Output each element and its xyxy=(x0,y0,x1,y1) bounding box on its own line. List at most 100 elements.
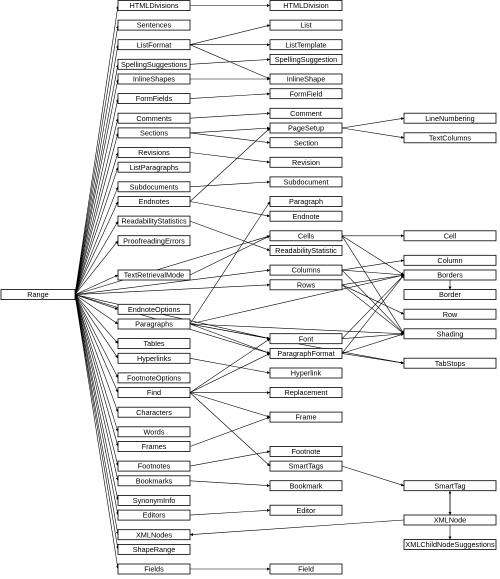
node-label: Row xyxy=(443,310,458,319)
node-label: InlineShapes xyxy=(133,75,176,84)
node-label: Border xyxy=(439,290,461,299)
node-spelling-suggestion: SpellingSuggestion xyxy=(269,54,343,65)
node-box xyxy=(117,509,191,521)
node-box xyxy=(117,58,191,70)
node-label: Section xyxy=(294,138,318,147)
node-label: SpellingSuggestions xyxy=(121,60,187,69)
node-label: Rows xyxy=(297,280,316,289)
node-box xyxy=(269,107,343,119)
node-box xyxy=(269,122,343,134)
node-spelling-suggestions: SpellingSuggestions xyxy=(117,58,191,70)
node-label: Endnotes xyxy=(139,197,170,206)
node-box xyxy=(269,279,343,291)
node-revision: Revision xyxy=(269,156,343,168)
node-label: FormFields xyxy=(136,94,173,103)
edge-range-to-sentences xyxy=(74,25,120,295)
node-label: Revisions xyxy=(138,148,170,157)
node-box xyxy=(403,308,497,320)
node-label: Footnotes xyxy=(138,462,171,471)
node-shape-range: ShapeRange xyxy=(117,544,191,555)
node-rows: Rows xyxy=(269,279,343,291)
edge-range-to-hyperlinks xyxy=(74,294,119,359)
node-label: Comment xyxy=(290,109,322,118)
node-box xyxy=(269,563,343,575)
edge-range-to-list-paragraphs xyxy=(74,167,119,295)
node-page-setup: PageSetup xyxy=(269,122,343,134)
node-box xyxy=(403,480,497,492)
edge-revisions-to-revision xyxy=(189,152,271,164)
node-label: InlineShape xyxy=(287,75,326,84)
node-label: Paragraphs xyxy=(135,320,173,329)
edge-spelling-suggestions-to-spelling-suggestion xyxy=(189,58,271,65)
node-footnote-options: FootnoteOptions xyxy=(117,372,191,384)
node-box xyxy=(269,460,343,472)
node-box xyxy=(117,196,191,207)
node-box xyxy=(269,480,343,492)
node-label: Cells xyxy=(298,231,315,240)
edge-paragraphs-to-borders xyxy=(189,274,405,325)
node-box xyxy=(403,289,497,301)
edge-font-to-shading xyxy=(341,332,405,339)
node-label: Characters xyxy=(136,408,172,417)
node-label: Endnote xyxy=(292,212,319,221)
edge-range-to-sections xyxy=(74,132,119,295)
node-box xyxy=(117,406,191,418)
node-label: ShapeRange xyxy=(133,545,176,554)
node-label: Shading xyxy=(437,329,464,338)
node-paragraphs: Paragraphs xyxy=(117,318,191,330)
node-box xyxy=(117,93,191,104)
node-label: SynonymInfo xyxy=(133,496,176,505)
node-list-template: ListTemplate xyxy=(269,39,343,51)
node-label: Bookmarks xyxy=(136,476,173,485)
node-label: Column xyxy=(437,256,462,265)
node-label: XMLNodes xyxy=(136,530,172,539)
node-synonym-info: SynonymInfo xyxy=(117,494,191,506)
node-label: ProofreadingErrors xyxy=(123,236,185,245)
node-label: Sentences xyxy=(137,21,172,30)
node-sections: Sections xyxy=(117,127,191,139)
node-text-retrieval-mode: TextRetrievalMode xyxy=(117,269,191,281)
node-box xyxy=(117,563,191,575)
edge-range-to-editors xyxy=(74,294,119,516)
node-label: Frame xyxy=(295,413,316,422)
node-label: ListTemplate xyxy=(286,40,327,49)
node-sentences: Sentences xyxy=(117,19,191,31)
node-box xyxy=(269,347,343,359)
node-fields: Fields xyxy=(117,563,191,575)
node-xml-nodes: XMLNodes xyxy=(117,529,191,541)
edge-range-to-bookmarks xyxy=(74,294,119,481)
node-paragraph-format: ParagraphFormat xyxy=(269,347,343,359)
node-bookmark: Bookmark xyxy=(269,480,343,492)
node-label: EndnoteOptions xyxy=(128,305,181,314)
edge-range-to-synonym-info xyxy=(74,294,119,501)
node-proofreading-errors: ProofreadingErrors xyxy=(117,235,191,247)
node-inline-shape: InlineShape xyxy=(269,73,343,85)
node-label: HTMLDivisions xyxy=(129,1,178,10)
node-box xyxy=(269,156,343,168)
node-text-columns: TextColumns xyxy=(403,132,497,144)
node-label: SpellingSuggestion xyxy=(275,55,337,64)
node-label: Cell xyxy=(444,231,457,240)
node-label: Paragraph xyxy=(289,197,323,206)
node-box xyxy=(117,181,191,193)
node-box xyxy=(269,196,343,207)
node-label: Frames xyxy=(142,442,167,451)
node-tab-stops: TabStops xyxy=(403,357,497,369)
node-box xyxy=(117,352,191,364)
node-box xyxy=(117,544,191,555)
node-subdocument: Subdocument xyxy=(269,176,343,188)
node-field: Field xyxy=(269,563,343,575)
node-comment: Comment xyxy=(269,107,343,119)
edge-page-setup-to-text-columns xyxy=(341,127,405,139)
node-box xyxy=(269,54,343,65)
edge-paragraph-format-to-tab-stops xyxy=(341,353,405,365)
edge-text-retrieval-mode-to-cells xyxy=(189,235,271,276)
edge-frames-to-frame xyxy=(189,416,271,447)
node-revisions: Revisions xyxy=(117,147,191,158)
node-box xyxy=(269,387,343,399)
node-label: FootnoteOptions xyxy=(127,374,181,383)
node-box xyxy=(269,88,343,100)
node-comments: Comments xyxy=(117,112,191,124)
node-label: Tables xyxy=(143,339,164,348)
